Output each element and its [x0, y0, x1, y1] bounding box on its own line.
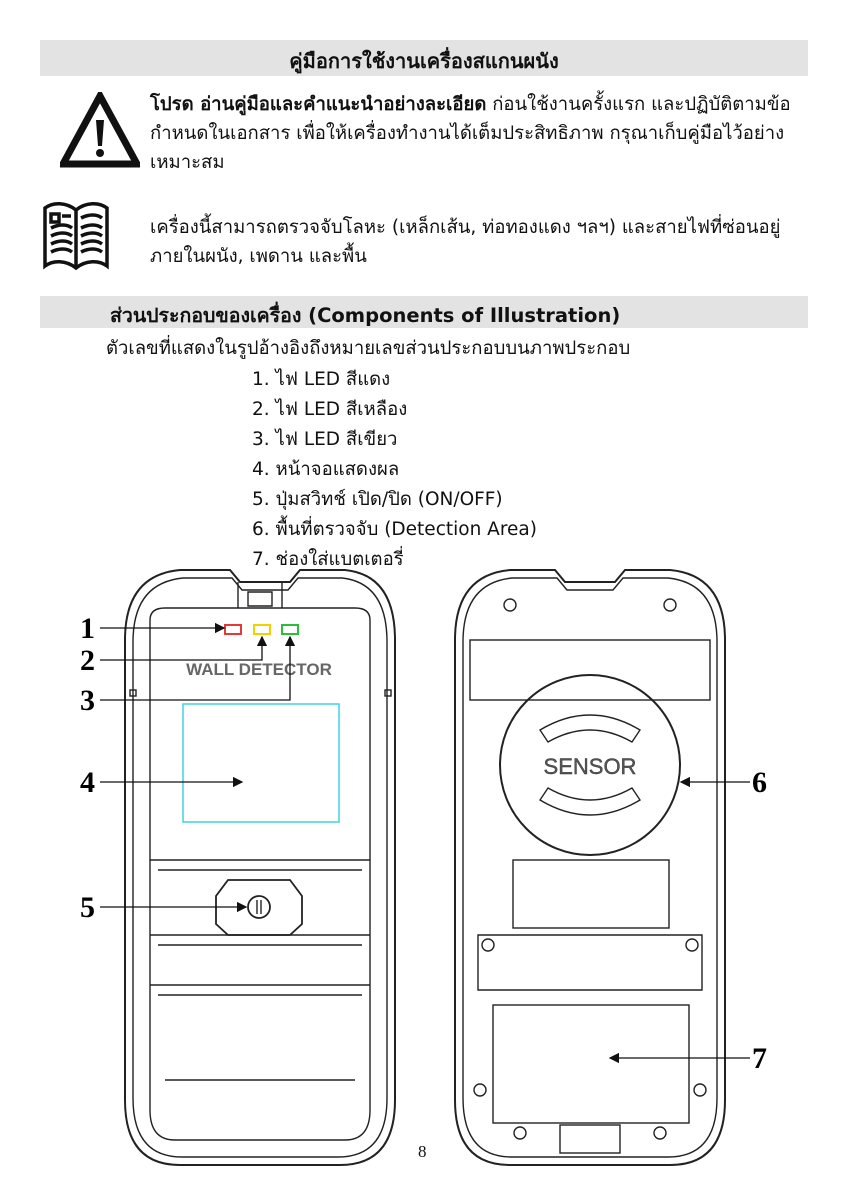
led-red [224, 624, 242, 635]
wall-detector-label: WALL DETECTOR [186, 660, 332, 679]
led-green [281, 624, 299, 635]
components-section-bar: ส่วนประกอบของเครื่อง (Components of Illu… [40, 296, 808, 328]
led-yellow [253, 624, 271, 635]
warning-icon [60, 92, 140, 168]
list-item: 1. ไฟ LED สีแดง [252, 369, 391, 390]
callout-2: 2 [80, 644, 95, 677]
callout-lines [100, 622, 750, 1064]
info-paragraph: เครื่องนี้สามารถตรวจจับโลหะ (เหล็กเส้น, … [150, 217, 781, 267]
warning-text: ก่อนใช้งานครั้งแรก และปฏิบัติตามข้อกำหนด… [150, 94, 791, 173]
list-item: 4. หน้าจอแสดงผล [252, 459, 400, 480]
warning-paragraph: โปรด อ่านคู่มือและคำแนะนำอย่างละเอียด ก่… [150, 90, 820, 177]
components-list: 1. ไฟ LED สีแดง 2. ไฟ LED สีเหลือง 3. ไฟ… [252, 365, 537, 575]
components-title: ส่วนประกอบของเครื่อง (Components of Illu… [110, 304, 621, 327]
list-item: 6. พื้นที่ตรวจจับ (Detection Area) [252, 519, 537, 540]
list-item: 3. ไฟ LED สีเขียว [252, 429, 398, 450]
list-item: 2. ไฟ LED สีเหลือง [252, 399, 408, 420]
device-front [124, 569, 396, 1166]
list-item: 5. ปุ่มสวิทช์ เปิด/ปิด (ON/OFF) [252, 489, 503, 510]
callout-6: 6 [752, 766, 767, 799]
book-icon [43, 202, 109, 271]
page-title: คู่มือการใช้งานเครื่องสแกนผนัง [289, 49, 559, 73]
callout-3: 3 [80, 684, 95, 717]
warning-bold-text: โปรด อ่านคู่มือและคำแนะนำอย่างละเอียด [150, 94, 487, 115]
page-number: 8 [418, 1142, 427, 1161]
sensor-label: SENSOR [544, 754, 637, 779]
device-diagram: WALL DETECTOR SENSOR 1 2 3 4 5 6 7 [80, 569, 767, 1166]
title-bar: คู่มือการใช้งานเครื่องสแกนผนัง [40, 40, 808, 76]
callout-1: 1 [80, 612, 95, 645]
callout-5: 5 [80, 891, 95, 924]
device-back [454, 569, 726, 1166]
list-item: 7. ช่องใส่แบตเตอรี่ [252, 549, 404, 570]
callout-7: 7 [752, 1042, 767, 1075]
display-screen [182, 703, 340, 823]
callout-4: 4 [80, 766, 95, 799]
components-subtitle: ตัวเลขที่แสดงในรูปอ้างอิงถึงหมายเลขส่วนป… [106, 338, 631, 359]
